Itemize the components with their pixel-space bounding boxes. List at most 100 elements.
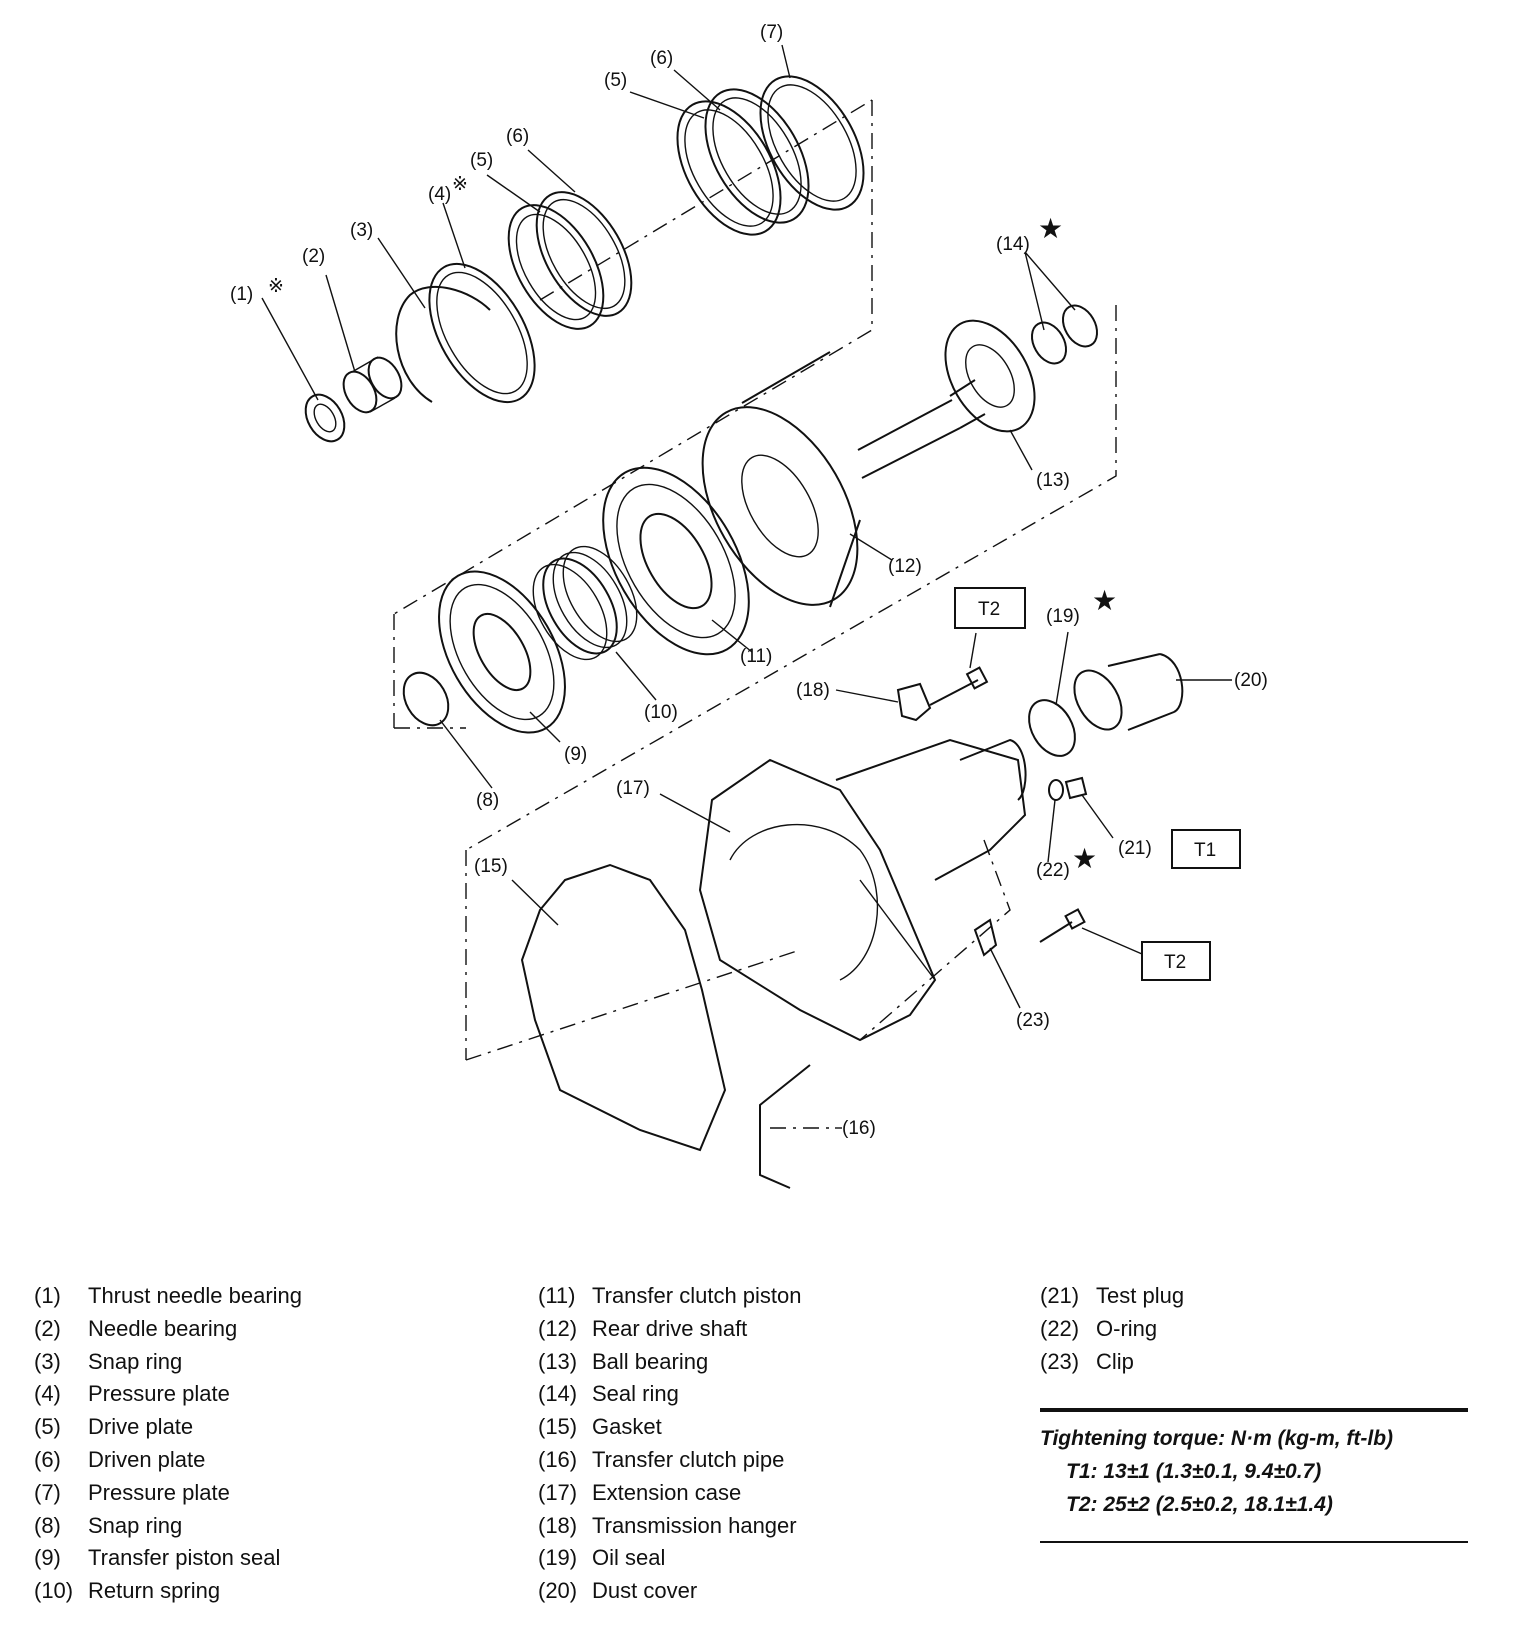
legend-item: (13) Ball bearing xyxy=(538,1346,802,1379)
torque-tag-t1: T1 xyxy=(1194,840,1216,861)
legend-number: (6) xyxy=(34,1446,61,1472)
legend-number: (16) xyxy=(538,1446,578,1472)
legend-item: (12) Rear drive shaft xyxy=(538,1313,802,1346)
gasket xyxy=(520,863,727,1152)
asterisk-marker-4: ※ xyxy=(452,174,468,195)
legend-number: (10) xyxy=(34,1578,74,1604)
legend-item: (14)Seal ring xyxy=(538,1378,802,1411)
legend-label: Dust cover xyxy=(592,1578,698,1604)
star-marker-22: ★ xyxy=(1072,843,1097,874)
test-plug-and-o-ring xyxy=(1048,776,1088,801)
legend-item: (17) Extension case xyxy=(538,1477,802,1510)
pressure-plate-4 xyxy=(428,262,536,404)
callout-20: (20) xyxy=(1234,670,1268,691)
legend-label: Extension case xyxy=(592,1479,742,1505)
exploded-diagram: (1) ※ (2) (3) (4) ※ (5) (6) (5) (6) (7) … xyxy=(230,22,1268,1189)
torque-title: Tightening torque: N·m (kg-m, ft-lb) xyxy=(1040,1427,1394,1450)
callout-6a: (6) xyxy=(506,126,529,147)
torque-spec-box: Tightening torque: N·m (kg-m, ft-lb) T1:… xyxy=(1040,1408,1468,1543)
transfer-clutch-piston xyxy=(602,466,750,656)
ball-bearing xyxy=(944,319,1036,433)
callout-1: (1) xyxy=(230,284,253,305)
callout-2: (2) xyxy=(302,246,325,267)
snap-ring-3 xyxy=(395,285,491,403)
legend-number: (12) xyxy=(538,1315,578,1341)
legend-number: (5) xyxy=(34,1414,61,1440)
star-marker-19: ★ xyxy=(1092,585,1117,616)
legend-number: (2) xyxy=(34,1315,61,1341)
legend-number: (4) xyxy=(34,1381,61,1407)
torque-t1-spec: T1: 13±1 (1.3±0.1, 9.4±0.7) xyxy=(1066,1460,1322,1483)
callout-11: (11) xyxy=(740,646,772,667)
legend-label: Test plug xyxy=(1096,1283,1185,1308)
callout-5b: (5) xyxy=(604,70,627,91)
legend-number: (3) xyxy=(34,1348,61,1374)
legend-label: Drive plate xyxy=(88,1414,194,1440)
legend-column-3: (21)Test plug (22) O-ring (23)Clip xyxy=(1040,1280,1184,1378)
clip-and-bolt xyxy=(973,908,1086,957)
legend-label: Driven plate xyxy=(88,1446,206,1472)
legend-label: Oil seal xyxy=(592,1545,666,1571)
legend-item: (4) Pressure plate xyxy=(34,1378,302,1411)
asterisk-marker-1: ※ xyxy=(268,276,284,297)
callout-14: (14) xyxy=(996,234,1030,255)
legend-number: (17) xyxy=(538,1479,578,1505)
legend-item: (15)Gasket xyxy=(538,1411,802,1444)
legend-label: Transfer piston seal xyxy=(88,1545,281,1571)
legend-item: (22) O-ring xyxy=(1040,1313,1184,1346)
leader-lines xyxy=(261,44,1232,1129)
transfer-clutch-pipe xyxy=(759,1064,835,1189)
legend-label: O-ring xyxy=(1096,1315,1158,1341)
callout-5a: (5) xyxy=(470,150,493,171)
torque-bottom-rule xyxy=(1040,1541,1468,1543)
legend-column-2: (11)Transfer clutch piston (12)Rear driv… xyxy=(538,1280,802,1608)
callout-19: (19) xyxy=(1046,606,1080,627)
legend-label: Return spring xyxy=(88,1578,221,1604)
legend-item: (21)Test plug xyxy=(1040,1280,1184,1313)
legend-label: Rear drive shaft xyxy=(592,1315,748,1341)
legend-item: (9) Transfer piston seal xyxy=(34,1542,302,1575)
star-marker-14: ★ xyxy=(1038,213,1063,244)
boundary-lines xyxy=(393,99,1117,1061)
legend-item: (3) Snap ring xyxy=(34,1346,302,1379)
transmission-hanger xyxy=(896,666,989,722)
extension-case xyxy=(698,738,1027,1042)
callout-8: (8) xyxy=(476,790,499,811)
legend-number: (20) xyxy=(538,1578,578,1604)
callout-6b: (6) xyxy=(650,48,673,69)
callout-3: (3) xyxy=(350,220,373,241)
oil-seal-and-dust-cover xyxy=(1028,653,1184,757)
legend-item: (1)Thrust needle bearing xyxy=(34,1280,302,1313)
legend-number: (15) xyxy=(538,1414,578,1440)
legend-label: Thrust needle bearing xyxy=(88,1283,303,1308)
legend-item: (8)Snap ring xyxy=(34,1510,302,1543)
legend-number: (13) xyxy=(538,1348,578,1374)
legend-label: Seal ring xyxy=(592,1381,679,1407)
legend-label: Transmission hanger xyxy=(592,1512,797,1538)
torque-tag-t2-bottom: T2 xyxy=(1164,952,1186,973)
torque-top-rule xyxy=(1040,1408,1468,1412)
snap-ring-8 xyxy=(402,671,450,727)
legend-label: Snap ring xyxy=(88,1348,183,1374)
legend-number: (23) xyxy=(1040,1348,1080,1374)
legend-label: Pressure plate xyxy=(88,1381,230,1407)
callout-15: (15) xyxy=(474,856,508,877)
torque-tags: T2 T1 T2 xyxy=(954,587,1241,981)
callout-4: (4) xyxy=(428,184,451,205)
legend-number: (22) xyxy=(1040,1315,1080,1341)
legend-item: (2)Needle bearing xyxy=(34,1313,302,1346)
callout-9: (9) xyxy=(564,744,587,765)
legend-label: Ball bearing xyxy=(592,1348,709,1374)
legend-number: (9) xyxy=(34,1545,61,1571)
callout-23: (23) xyxy=(1016,1010,1050,1031)
callout-18: (18) xyxy=(796,680,830,701)
legend-number: (8) xyxy=(34,1512,61,1538)
legend-label: Transfer clutch pipe xyxy=(592,1446,785,1472)
legend-item: (23)Clip xyxy=(1040,1346,1184,1379)
legend-item: (6) Driven plate xyxy=(34,1444,302,1477)
torque-tag-t2-top: T2 xyxy=(978,599,1000,620)
legend-item: (10) Return spring xyxy=(34,1575,302,1608)
legend-number: (7) xyxy=(34,1479,61,1505)
torque-t2-spec: T2: 25±2 (2.5±0.2, 18.1±1.4) xyxy=(1066,1493,1333,1516)
legend-item: (7)Pressure plate xyxy=(34,1477,302,1510)
